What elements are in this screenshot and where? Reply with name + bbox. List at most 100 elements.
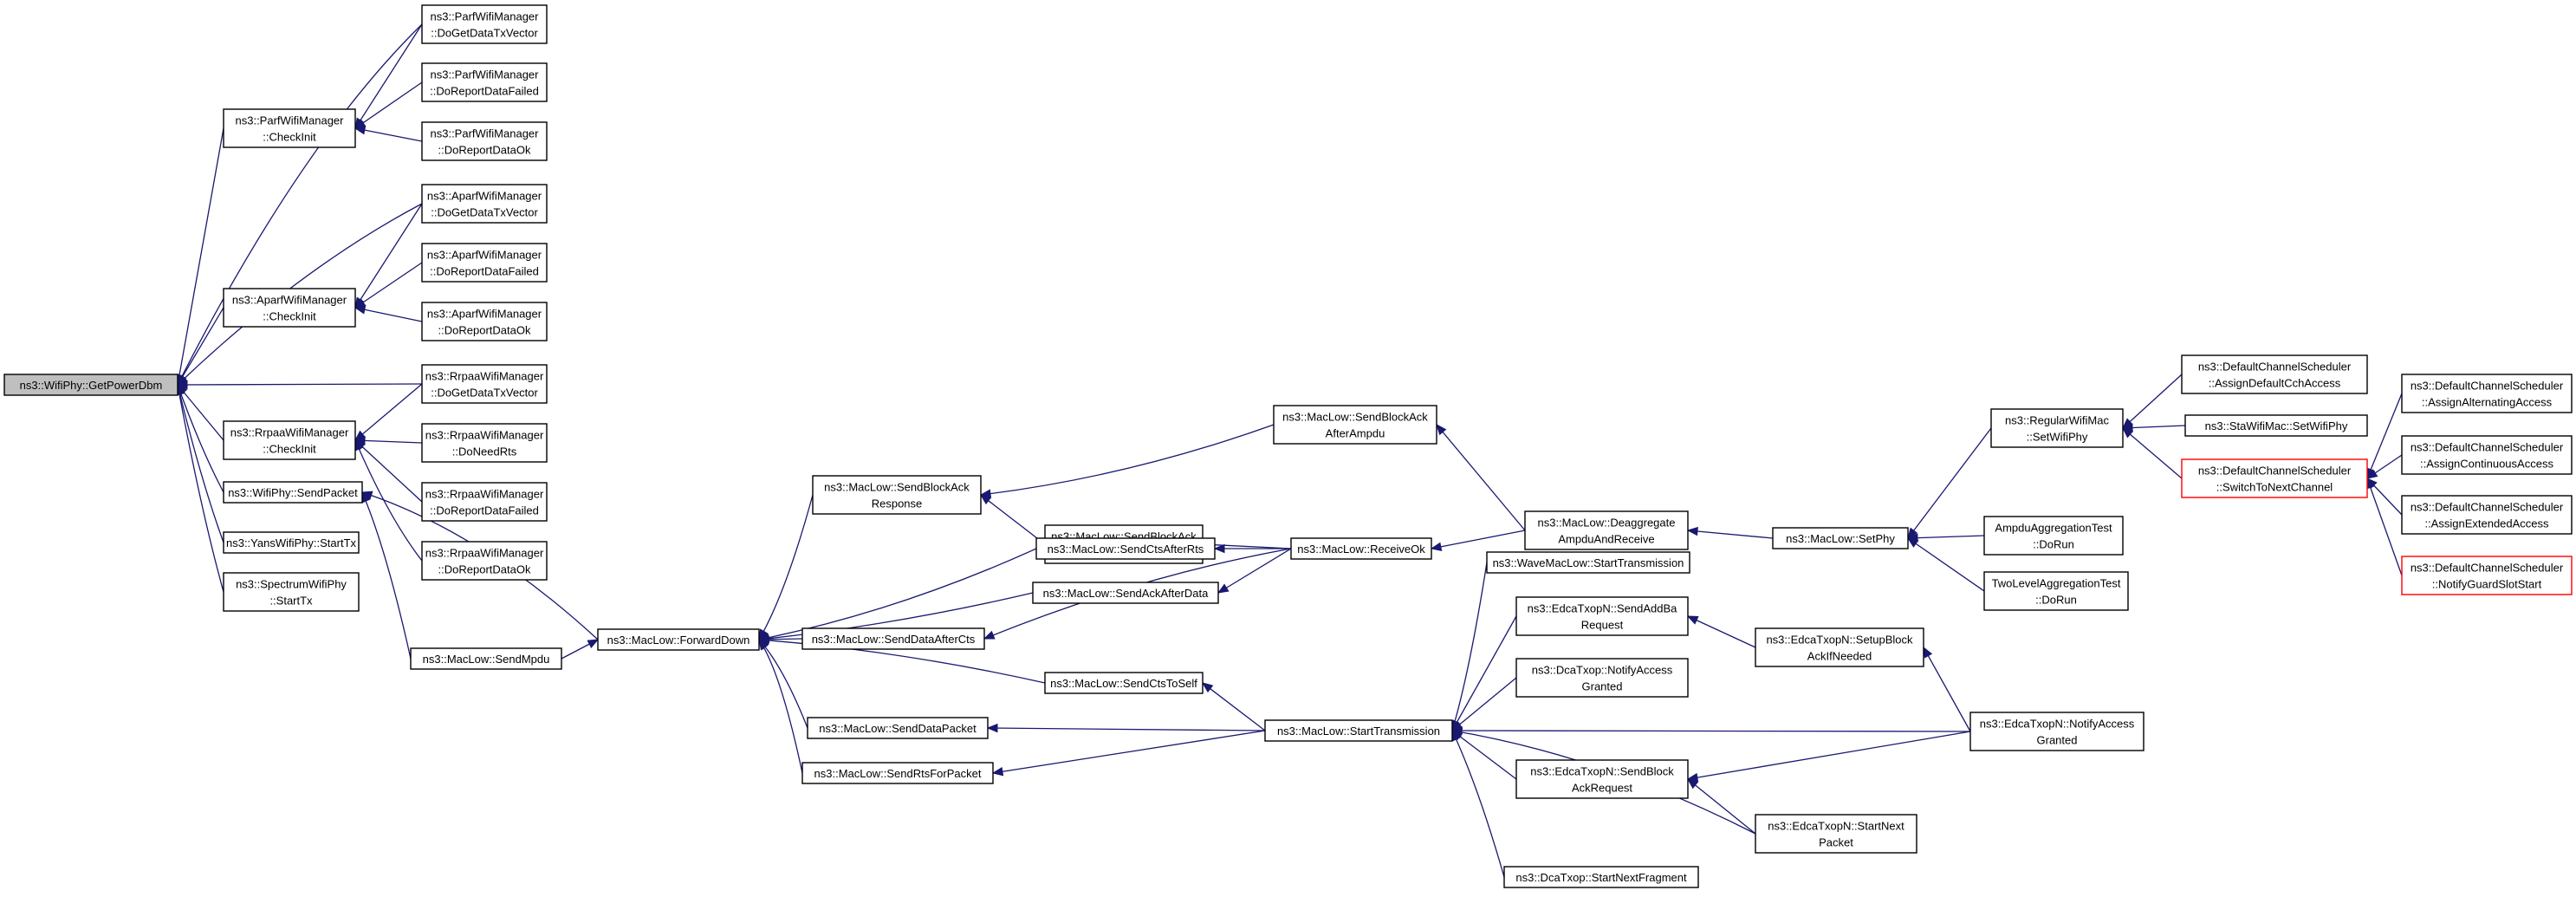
arrowhead — [1686, 526, 1698, 536]
node-cts-after-rts[interactable]: ns3::MacLow::SendCtsAfterRts — [1035, 537, 1216, 560]
edge-line — [1907, 535, 1985, 539]
edge-yans-to-getpowerdbm — [175, 383, 224, 543]
node-ampdu-test[interactable]: AmpduAggregationTest::DoRun — [1983, 516, 2124, 556]
node-starttransmission[interactable]: ns3::MacLow::StartTransmission — [1264, 719, 1453, 742]
edge-line — [1451, 730, 1505, 878]
node-box — [421, 243, 548, 283]
node-aparf-fail[interactable]: ns3::AparfWifiManager::DoReportDataFaile… — [421, 243, 548, 283]
node-label: Granted — [1582, 680, 1623, 693]
node-rrpaa-cfg[interactable]: ns3::RrpaaWifiManager::CheckInit — [223, 420, 356, 460]
node-aparf-ok[interactable]: ns3::AparfWifiManager::DoReportDataOk — [421, 302, 548, 341]
node-sendpacket[interactable]: ns3::WifiPhy::SendPacket — [223, 481, 363, 504]
node-box — [421, 541, 548, 581]
edge-line — [992, 730, 1266, 774]
edge-aparf-fail-to-aparf-cfg — [354, 262, 423, 309]
node-dcs-guard[interactable]: ns3::DefaultChannelScheduler::NotifyGuar… — [2401, 556, 2573, 595]
node-label: ns3::ParfWifiManager — [431, 68, 540, 81]
node-box — [2181, 458, 2368, 498]
edge-sendmpdu-to-forwarddown — [561, 639, 600, 660]
node-sta-setphy[interactable]: ns3::StaWifiMac::SetWifiPhy — [2184, 414, 2368, 437]
node-label: ns3::YansWifiPhy::StartTx — [226, 536, 357, 549]
node-data-after-cts[interactable]: ns3::MacLow::SendDataAfterCts — [801, 627, 985, 650]
node-label: ns3::MacLow::SendRtsForPacket — [814, 767, 982, 780]
node-dcs-extended[interactable]: ns3::DefaultChannelScheduler::AssignExte… — [2401, 495, 2573, 535]
edge-parf-cfg-to-getpowerdbm — [174, 127, 224, 387]
edge-line — [354, 439, 423, 562]
edge-line — [177, 203, 423, 386]
node-regular-setphy[interactable]: ns3::RegularWifiMac::SetWifiPhy — [1990, 408, 2124, 448]
node-box — [1983, 516, 2124, 556]
node-parf-cfg[interactable]: ns3::ParfWifiManager::CheckInit — [223, 108, 356, 148]
edge-line — [1451, 562, 1488, 731]
node-rrpaa-rts[interactable]: ns3::RrpaaWifiManager::DoNeedRts — [421, 423, 548, 463]
arrowhead — [1450, 727, 1463, 738]
edge-dcs-continuous-to-dcs-switch — [2365, 454, 2403, 479]
edge-parf-ok-to-parf-cfg — [354, 126, 423, 142]
node-rrpaa-fail[interactable]: ns3::RrpaaWifiManager::DoReportDataFaile… — [421, 482, 548, 522]
edge-line — [1202, 682, 1266, 731]
node-rrpaa-ok[interactable]: ns3::RrpaaWifiManager::DoReportDataOk — [421, 541, 548, 581]
node-forwarddown[interactable]: ns3::MacLow::ForwardDown — [597, 628, 760, 651]
node-twolevel-test[interactable]: TwoLevelAggregationTest::DoRun — [1983, 571, 2129, 611]
edge-edca-setup-to-edca-addba — [1686, 615, 1756, 648]
node-box — [597, 628, 760, 651]
node-dcs-default-cch[interactable]: ns3::DefaultChannelScheduler::AssignDefa… — [2181, 354, 2368, 394]
node-box — [1772, 527, 1909, 549]
node-getpowerdbm[interactable]: ns3::WifiPhy::GetPowerDbm — [3, 374, 178, 396]
edge-deaggregate-to-receiveok — [1430, 530, 1526, 551]
node-rts-for-packet[interactable]: ns3::MacLow::SendRtsForPacket — [801, 762, 994, 784]
node-cts-to-self[interactable]: ns3::MacLow::SendCtsToSelf — [1044, 672, 1204, 694]
node-box — [223, 531, 360, 554]
node-spectrum[interactable]: ns3::SpectrumWifiPhy::StartTx — [223, 572, 360, 612]
node-box — [421, 184, 548, 224]
node-setphy[interactable]: ns3::MacLow::SetPhy — [1772, 527, 1909, 549]
node-label: ::DoReportDataOk — [438, 144, 531, 157]
node-box — [421, 302, 548, 341]
node-label: ::DoRun — [2033, 538, 2074, 551]
edge-line — [1451, 615, 1517, 731]
node-receiveok[interactable]: ns3::MacLow::ReceiveOk — [1290, 537, 1432, 560]
node-label: ::DoGetDataTxVector — [431, 387, 538, 400]
node-dcs-continuous[interactable]: ns3::DefaultChannelScheduler::AssignCont… — [2401, 435, 2573, 475]
node-dca-nextfrag[interactable]: ns3::DcaTxop::StartNextFragment — [1503, 866, 1699, 888]
node-box — [1486, 551, 1690, 574]
node-rrpaa-txv[interactable]: ns3::RrpaaWifiManager::DoGetDataTxVector — [421, 364, 548, 404]
node-label: ns3::MacLow::ForwardDown — [607, 634, 750, 647]
node-label: ns3::DefaultChannelScheduler — [2411, 441, 2564, 454]
node-label: ns3::AparfWifiManager — [232, 294, 347, 307]
node-label: ::DoReportDataFailed — [430, 265, 539, 278]
node-wave-start[interactable]: ns3::WaveMacLow::StartTransmission — [1486, 551, 1690, 574]
node-aparf-cfg[interactable]: ns3::AparfWifiManager::CheckInit — [223, 288, 356, 328]
node-parf-fail[interactable]: ns3::ParfWifiManager::DoReportDataFailed — [421, 62, 548, 102]
node-dcs-switch[interactable]: ns3::DefaultChannelScheduler::SwitchToNe… — [2181, 458, 2368, 498]
node-label: ::AssignAlternatingAccess — [2422, 396, 2553, 409]
node-parf-ok[interactable]: ns3::ParfWifiManager::DoReportDataOk — [421, 121, 548, 161]
node-label: ns3::DcaTxop::NotifyAccess — [1532, 664, 1673, 677]
node-send-data-packet[interactable]: ns3::MacLow::SendDataPacket — [807, 717, 989, 739]
node-dcs-alternating[interactable]: ns3::DefaultChannelScheduler::AssignAlte… — [2401, 374, 2573, 413]
node-yans[interactable]: ns3::YansWifiPhy::StartTx — [223, 531, 360, 554]
edge-line — [177, 127, 224, 386]
node-aparf-txv[interactable]: ns3::AparfWifiManager::DoGetDataTxVector — [421, 184, 548, 224]
node-sendmpdu[interactable]: ns3::MacLow::SendMpdu — [410, 647, 562, 670]
edge-dcs-default-cch-to-regular-setphy — [2122, 374, 2183, 429]
node-label: AfterAmpdu — [1326, 427, 1385, 440]
node-box — [1503, 866, 1699, 888]
node-ack-after-data[interactable]: ns3::MacLow::SendAckAfterData — [1032, 582, 1219, 604]
edge-line — [354, 262, 423, 309]
node-parf-txv[interactable]: ns3::ParfWifiManager::DoGetDataTxVector — [421, 4, 548, 44]
edge-line — [758, 639, 803, 774]
node-label: ns3::RrpaaWifiManager — [425, 547, 544, 560]
edge-rrpaa-txv-to-rrpaa-cfg — [354, 383, 423, 441]
edge-starttransmission-to-cts-to-self — [1201, 682, 1266, 731]
node-label: ns3::MacLow::SendAckAfterData — [1043, 587, 1210, 600]
